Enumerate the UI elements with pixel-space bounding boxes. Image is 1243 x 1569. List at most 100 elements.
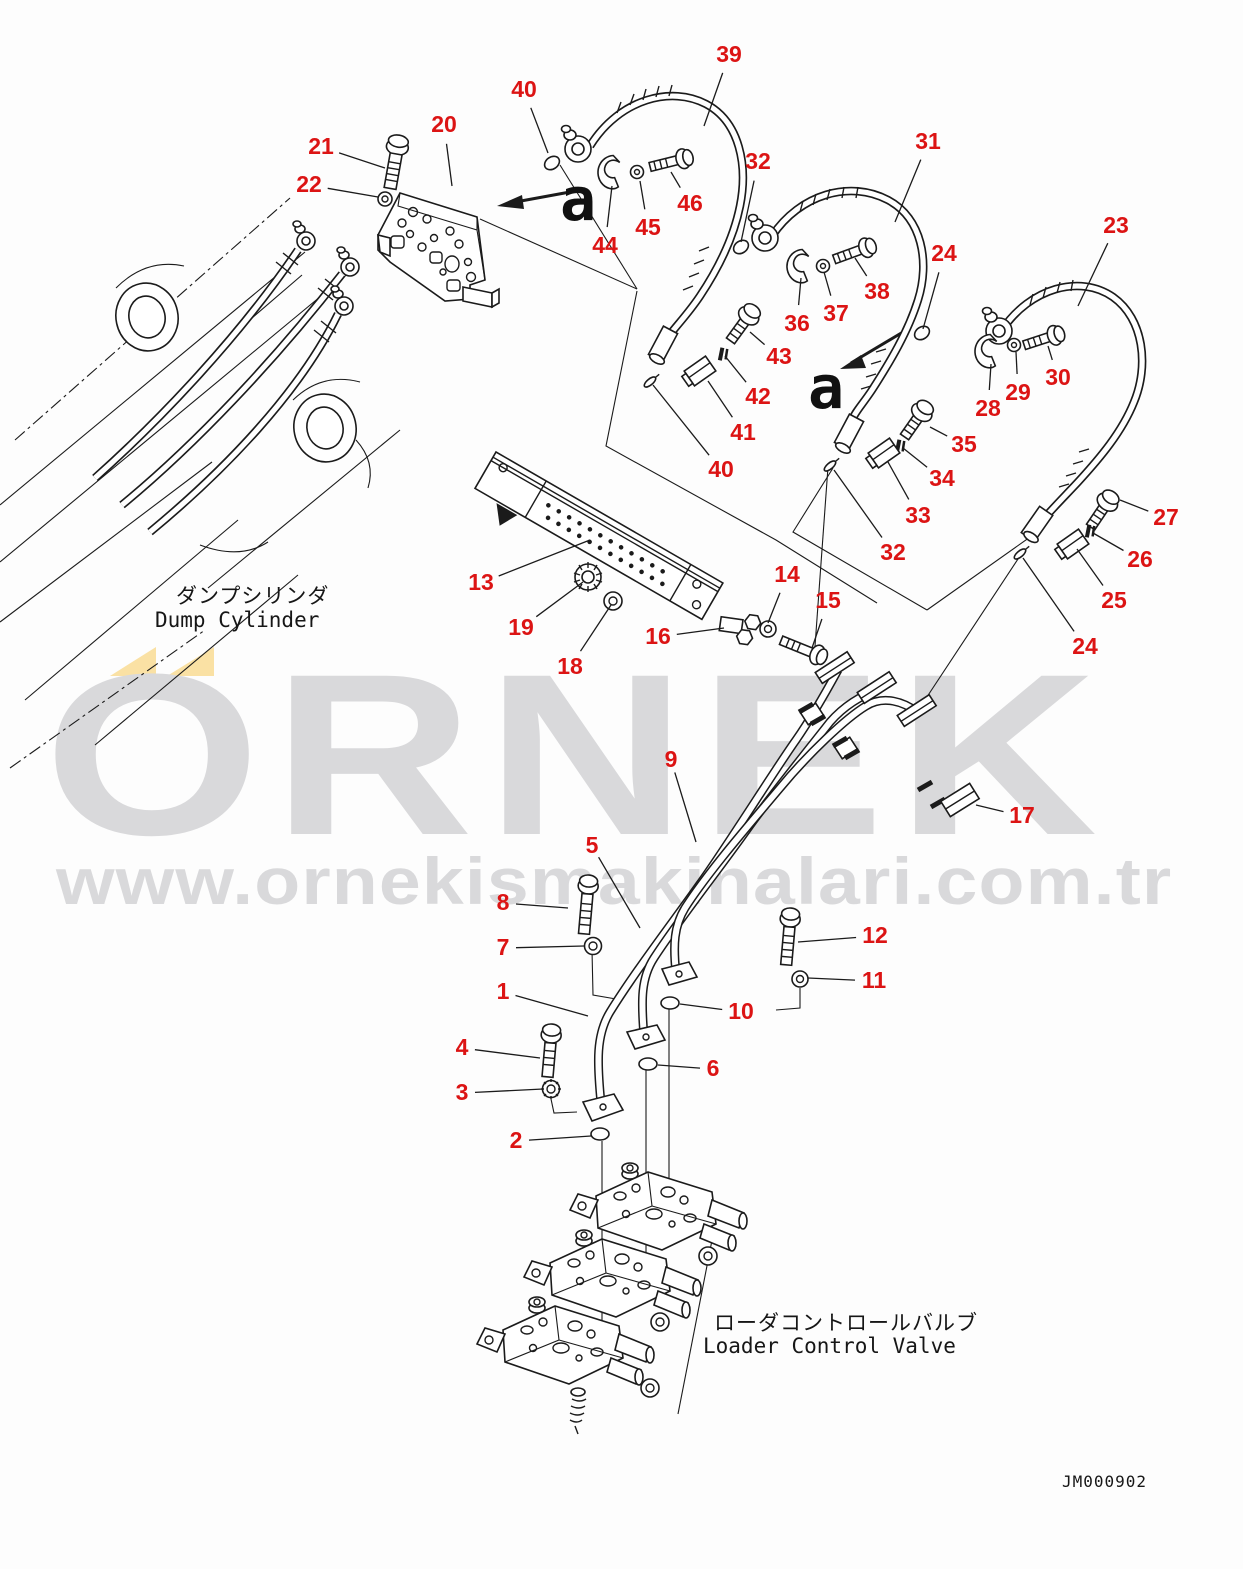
plug-41 [680,355,717,388]
callout-42: 42 [745,382,771,409]
callout-18: 18 [557,652,583,679]
callout-22: 22 [296,170,322,197]
tube-9 [670,695,920,974]
tube-foot [581,961,699,1122]
detail-view-letter-a-1: a [559,165,597,236]
bolt-38 [831,237,878,265]
pin-40 [643,373,660,388]
bolt-8 [577,874,599,936]
manifold-plate [377,192,500,309]
callout-34: 34 [929,464,955,491]
callout-6: 6 [706,1054,720,1081]
bolt-12 [779,907,801,967]
callout-32: 32 [745,147,771,174]
clamp-17 [916,779,981,818]
callout-31: 31 [915,127,941,154]
tube-flange-head [896,693,938,728]
callout-32: 32 [880,538,906,565]
bolt-30 [1021,324,1066,351]
watermark-url-text: www.ornekismakinalari.com.tr [56,844,1173,918]
callout-37: 37 [823,299,849,326]
callout-39: 39 [716,40,742,67]
callout-35: 35 [951,430,977,457]
callout-41: 41 [730,418,756,445]
o-ring-2 [590,1127,610,1141]
fitting-16 [718,613,762,646]
drawing-number: JM000902 [1062,1472,1148,1491]
callout-29: 29 [1005,378,1031,405]
clamp-28 [974,333,998,369]
callout-27: 27 [1153,503,1179,530]
loader-control-valve [476,1162,748,1435]
callout-23: 23 [1103,211,1129,238]
valve-bottom-spring [569,1387,587,1435]
callout-43: 43 [766,342,792,369]
hose-39 [560,84,748,365]
callout-38: 38 [864,277,890,304]
callout-8: 8 [496,888,510,915]
loader-valve-label-jp: ローダコントロールバルブ [714,1311,978,1335]
tube-flange-head [856,670,898,705]
callout-26: 26 [1127,545,1153,572]
callout-15: 15 [815,586,841,613]
callout-28: 28 [975,394,1001,421]
callout-20: 20 [431,110,457,137]
watermark-brand-text: ORNEK [44,626,1110,883]
washer-7 [583,936,603,956]
washer-14 [759,620,777,638]
callout-2: 2 [509,1126,523,1153]
nut-22 [377,191,393,207]
callout-16: 16 [645,622,671,649]
callout-3: 3 [455,1078,469,1105]
bolt-21 [383,134,410,191]
callout-30: 30 [1045,363,1071,390]
hose-31 [747,186,928,454]
cylinder-hoses [92,220,360,536]
callout-25: 25 [1101,586,1127,613]
spring-washer-26 [1084,524,1096,538]
bolt-46 [648,148,694,173]
dump-cylinder-label-jp: ダンプシリンダ [176,584,330,608]
callout-4: 4 [455,1033,469,1060]
callout-12: 12 [862,921,888,948]
callout-24: 24 [931,239,957,266]
dump-cylinder-label-en: Dump Cylinder [155,608,320,632]
callout-40: 40 [708,455,734,482]
clamp-44 [597,154,621,190]
o-ring-6 [638,1057,658,1071]
callout-11: 11 [861,966,887,993]
bolt-35 [899,399,935,441]
bolt-15 [778,635,829,666]
tube-clamps [797,701,861,761]
callout-19: 19 [508,613,534,640]
callout-36: 36 [784,309,810,336]
washer-11 [791,970,809,988]
loader-valve-label-en: Loader Control Valve [703,1334,956,1358]
plug-25 [1053,528,1090,561]
callout-24: 24 [1072,632,1098,659]
callout-5: 5 [585,831,599,858]
callout-17: 17 [1009,801,1035,828]
callout-45: 45 [635,213,661,240]
plug-33 [864,437,901,470]
pin-24 [1013,545,1030,560]
washer-18 [603,591,623,611]
detail-a-arrows [497,190,904,369]
pin-32 [823,457,840,472]
callout-10: 10 [728,997,754,1024]
clamp-36 [786,248,810,284]
detail-view-letter-a-2: a [807,353,845,424]
perforated-plate-13 [473,450,724,621]
callout-13: 13 [468,568,494,595]
callout-44: 44 [592,231,618,258]
callout-33: 33 [905,501,931,528]
callout-14: 14 [774,560,800,587]
callout-40: 40 [511,75,537,102]
callout-1: 1 [496,977,510,1004]
bolt-43 [725,302,762,345]
